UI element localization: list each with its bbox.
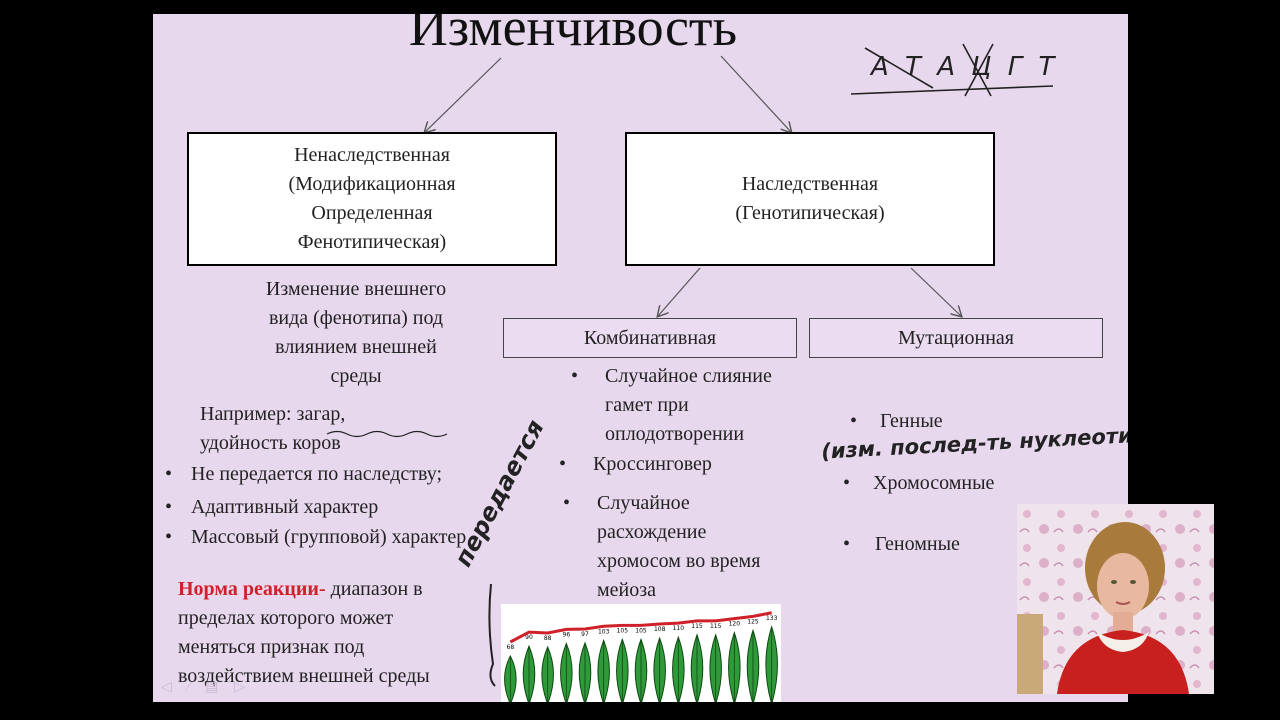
arrow-to-mutational xyxy=(910,267,961,316)
example-line-2: удойность коров xyxy=(200,432,341,454)
box-left-line-4: Фенотипическая) xyxy=(297,231,447,253)
leaf-value-label: 115 xyxy=(710,623,722,630)
leaf-value-label: 105 xyxy=(635,627,647,634)
norm-definition: Норма реакции- диапазон в пределах котор… xyxy=(178,575,488,691)
comb-b3-l3: хромосом во время xyxy=(597,550,761,572)
example-text: Например: загар, удойность коров xyxy=(200,400,345,458)
box-right-line-1: Наследственная xyxy=(741,173,879,195)
handwritten-strike-line xyxy=(850,85,1054,95)
leaf-value-label: 68 xyxy=(507,644,515,651)
comb-bullet-1: • Случайное слияние гамет при оплодотвор… xyxy=(571,362,772,449)
reaction-norm-figure: 68 90 88 96 97 103 105 105 108 110 115 115 120 125 133 xyxy=(501,604,781,702)
leaf-value-label: 115 xyxy=(691,623,703,630)
handwritten-bracket xyxy=(488,583,496,687)
left-bullet-2: •Адаптивный характер xyxy=(165,496,379,518)
box-left-line-3: Определенная xyxy=(311,202,433,224)
box-combinative: Комбинативная xyxy=(503,318,797,358)
webcam-overlay xyxy=(1017,504,1214,694)
desc-line-1: Изменение внешнего xyxy=(265,278,447,300)
mut-b2-text: Хромосомные xyxy=(873,472,995,494)
comb-b1-l2: гамет при xyxy=(605,394,689,416)
desc-line-3: влиянием внешней xyxy=(275,336,437,358)
handwritten-strike-1 xyxy=(864,47,934,89)
combinative-label: Комбинативная xyxy=(583,326,717,349)
norm-term: Норма реакции- xyxy=(178,578,326,600)
slide-controls[interactable]: ◁ ⁄ ▤ ▷ xyxy=(161,680,251,695)
arrow-to-hereditary xyxy=(720,55,791,132)
left-bullet-2-text: Адаптивный характер xyxy=(191,496,379,518)
comb-b1-l3: оплодотворении xyxy=(605,423,745,445)
leaf-value-label: 88 xyxy=(544,635,552,642)
comb-bullet-3: • Случайное расхождение хромосом во врем… xyxy=(563,489,760,605)
mut-b1-text: Генные xyxy=(880,410,943,432)
box-right-line-2: (Генотипическая) xyxy=(735,202,885,224)
mut-bullet-1: •Генные xyxy=(850,410,943,432)
arrow-to-nonhereditary xyxy=(425,57,502,132)
handwritten-underline-example xyxy=(326,430,448,438)
handwritten-strike-2 xyxy=(962,43,992,97)
left-bullet-1: •Не передается по наследству; xyxy=(165,463,443,485)
slide: Изменчивость А Т А Ц Г Т Ненаследственна… xyxy=(153,14,1128,702)
left-bullet-1-text: Не передается по наследству; xyxy=(191,463,443,485)
leaf-value-label: 110 xyxy=(673,625,685,632)
mut-b3-text: Геномные xyxy=(875,533,960,555)
box-nonhereditary: Ненаследственная (Модификационная Опреде… xyxy=(187,132,557,266)
leaf-value-label: 96 xyxy=(563,631,571,638)
comb-b2-l1: Кроссинговер xyxy=(593,453,712,475)
leaf-value-label: 90 xyxy=(525,634,533,641)
box-hereditary: Наследственная (Генотипическая) xyxy=(625,132,995,266)
mut-bullet-2: •Хромосомные xyxy=(843,472,995,494)
handwritten-note-top: А Т А Ц Г Т xyxy=(871,52,1059,82)
connector-arrows xyxy=(278,43,1054,687)
arrow-to-combinative xyxy=(658,267,701,316)
slide-title: Изменчивость xyxy=(408,14,738,57)
left-description: Изменение внешнего вида (фенотипа) под в… xyxy=(201,275,511,391)
leaf-value-label: 125 xyxy=(747,618,759,625)
comb-bullet-2: • Кроссинговер xyxy=(559,450,712,479)
leaf-value-label: 133 xyxy=(766,615,778,622)
mutational-label: Мутационная xyxy=(897,326,1015,349)
box-mutational: Мутационная xyxy=(809,318,1103,358)
presenter-video xyxy=(1017,504,1214,694)
comb-b3-l4: мейоза xyxy=(597,579,657,601)
leaf-value-label: 108 xyxy=(654,626,666,633)
leaf-value-label: 97 xyxy=(581,631,589,638)
leaf-value-label: 103 xyxy=(598,628,610,635)
leaf-value-label: 105 xyxy=(617,627,629,634)
example-line-1: Например: загар, xyxy=(200,403,346,425)
handwritten-strike-3 xyxy=(964,43,994,97)
desc-line-4: среды xyxy=(330,365,382,387)
comb-b1-l1: Случайное слияние xyxy=(605,365,772,387)
box-left-line-2: (Модификационная xyxy=(288,173,456,195)
reaction-norm-line xyxy=(509,611,772,644)
comb-b3-l2: расхождение xyxy=(597,521,707,543)
leaf-value-label: 120 xyxy=(729,621,741,628)
norm-line-2: пределах которого может xyxy=(178,607,394,629)
comb-b3-l1: Случайное xyxy=(597,492,690,514)
norm-line-3: меняться признак под xyxy=(178,636,365,658)
left-bullet-3-text: Массовый (групповой) характер xyxy=(191,526,467,548)
box-left-line-1: Ненаследственная xyxy=(294,144,450,166)
norm-line-4: воздействием внешней среды xyxy=(178,665,430,687)
left-bullet-3: •Массовый (групповой) характер xyxy=(165,526,467,548)
desc-line-2: вида (фенотипа) под xyxy=(268,307,444,329)
norm-rest: диапазон в xyxy=(325,578,423,600)
mut-bullet-3: •Геномные xyxy=(843,533,960,555)
